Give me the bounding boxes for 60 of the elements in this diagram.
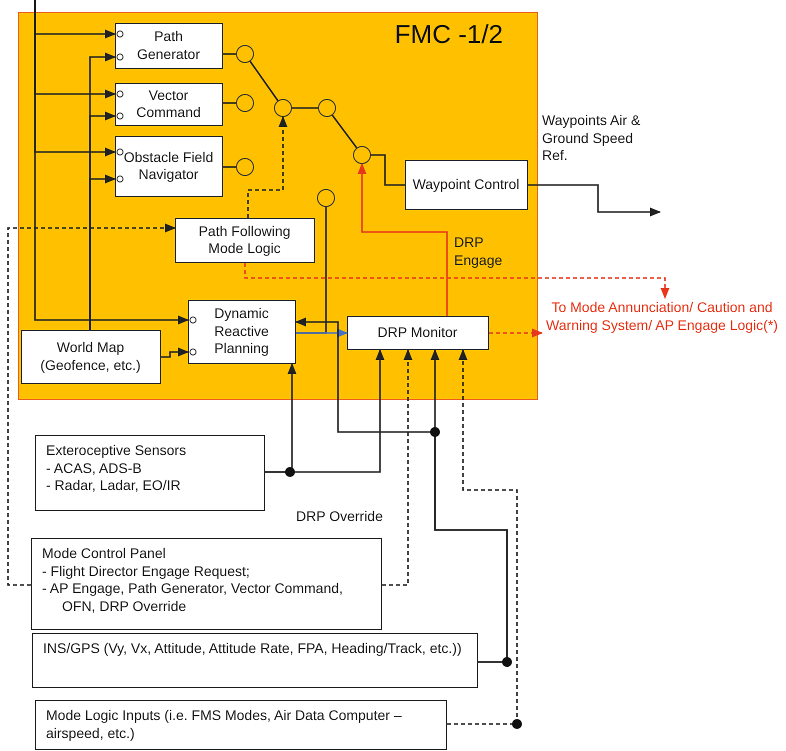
- list-item: - ACAS, ADS-B: [46, 460, 142, 477]
- process-box: [35, 435, 265, 511]
- dashed-arrow: [382, 348, 412, 586]
- switch-contact: [236, 94, 254, 112]
- switch-contact: [236, 158, 254, 176]
- edge-label: DRP Engage: [452, 234, 500, 269]
- connector-line: [250, 60, 278, 102]
- list-item: - Radar, Ladar, EO/IR: [46, 477, 181, 494]
- box-label: Path Generator: [136, 28, 202, 63]
- process-box: [35, 700, 447, 750]
- dashed-arrow: [489, 328, 544, 338]
- process-box: [32, 633, 478, 688]
- dashed-arrow: [247, 116, 288, 218]
- box-label: Mode Logic Inputs (i.e. FMS Modes, Air Data Computer – airspeed, etc.): [46, 707, 403, 742]
- dashed-arrow: [244, 263, 670, 300]
- box-label: World Map (Geofence, etc.): [39, 339, 142, 374]
- arrow: [161, 348, 190, 358]
- process-box: [114, 82, 222, 126]
- box-label: DRP Monitor: [378, 324, 458, 342]
- annotation-text: To Mode Annunciation/ Caution and Warning System/ AP Engage Logic(*): [545, 298, 779, 336]
- switch-contact: [316, 188, 334, 206]
- connector-line: [292, 107, 318, 109]
- arrow: [265, 348, 384, 473]
- box-label: Obstacle Field Navigator: [122, 148, 214, 184]
- arrow: [296, 328, 348, 338]
- process-box: [114, 22, 222, 68]
- box-label: Vector Command: [135, 86, 202, 122]
- connector-line: [223, 53, 236, 55]
- switch-contact: [236, 44, 254, 62]
- arrow: [528, 184, 662, 216]
- connector-line: [223, 166, 236, 168]
- dashed-arrow: [7, 224, 176, 586]
- switch-contact: [318, 98, 336, 116]
- connector-line: [371, 154, 405, 186]
- process-box: [31, 538, 382, 630]
- arrow: [89, 174, 116, 330]
- box-label: Waypoint Control: [412, 176, 520, 194]
- system-panel: [18, 12, 538, 400]
- arrow: [34, 0, 190, 324]
- dashed-arrow: [447, 348, 518, 725]
- process-box: [20, 330, 160, 384]
- process-box: [114, 136, 222, 196]
- switch-contact: [352, 146, 370, 164]
- switch-contact: [274, 98, 292, 116]
- process-box: [346, 316, 488, 350]
- process-box: [404, 160, 528, 210]
- connector-line: [332, 114, 358, 148]
- process-box: [174, 218, 314, 262]
- process-box: [188, 300, 296, 364]
- connector-line: [223, 102, 236, 104]
- box-label: Mode Control Panel: [42, 545, 166, 562]
- box-label: Path Following Mode Logic: [198, 222, 292, 258]
- arrow: [294, 318, 508, 663]
- arrow: [358, 162, 448, 316]
- box-label: Dynamic Reactive Planning: [213, 305, 270, 358]
- list-item: - Flight Director Engage Request;: [42, 562, 250, 580]
- box-label: Exteroceptive Sensors: [46, 442, 186, 460]
- panel-title: FMC -1/2: [394, 19, 503, 50]
- list-item: - AP Engage, Path Generator, Vector Command, OFN, DRP Override: [42, 580, 344, 615]
- box-label: INS/GPS (Vy, Vx, Attitude, Attitude Rate, FPA, Heading/Track, etc.)): [43, 640, 462, 658]
